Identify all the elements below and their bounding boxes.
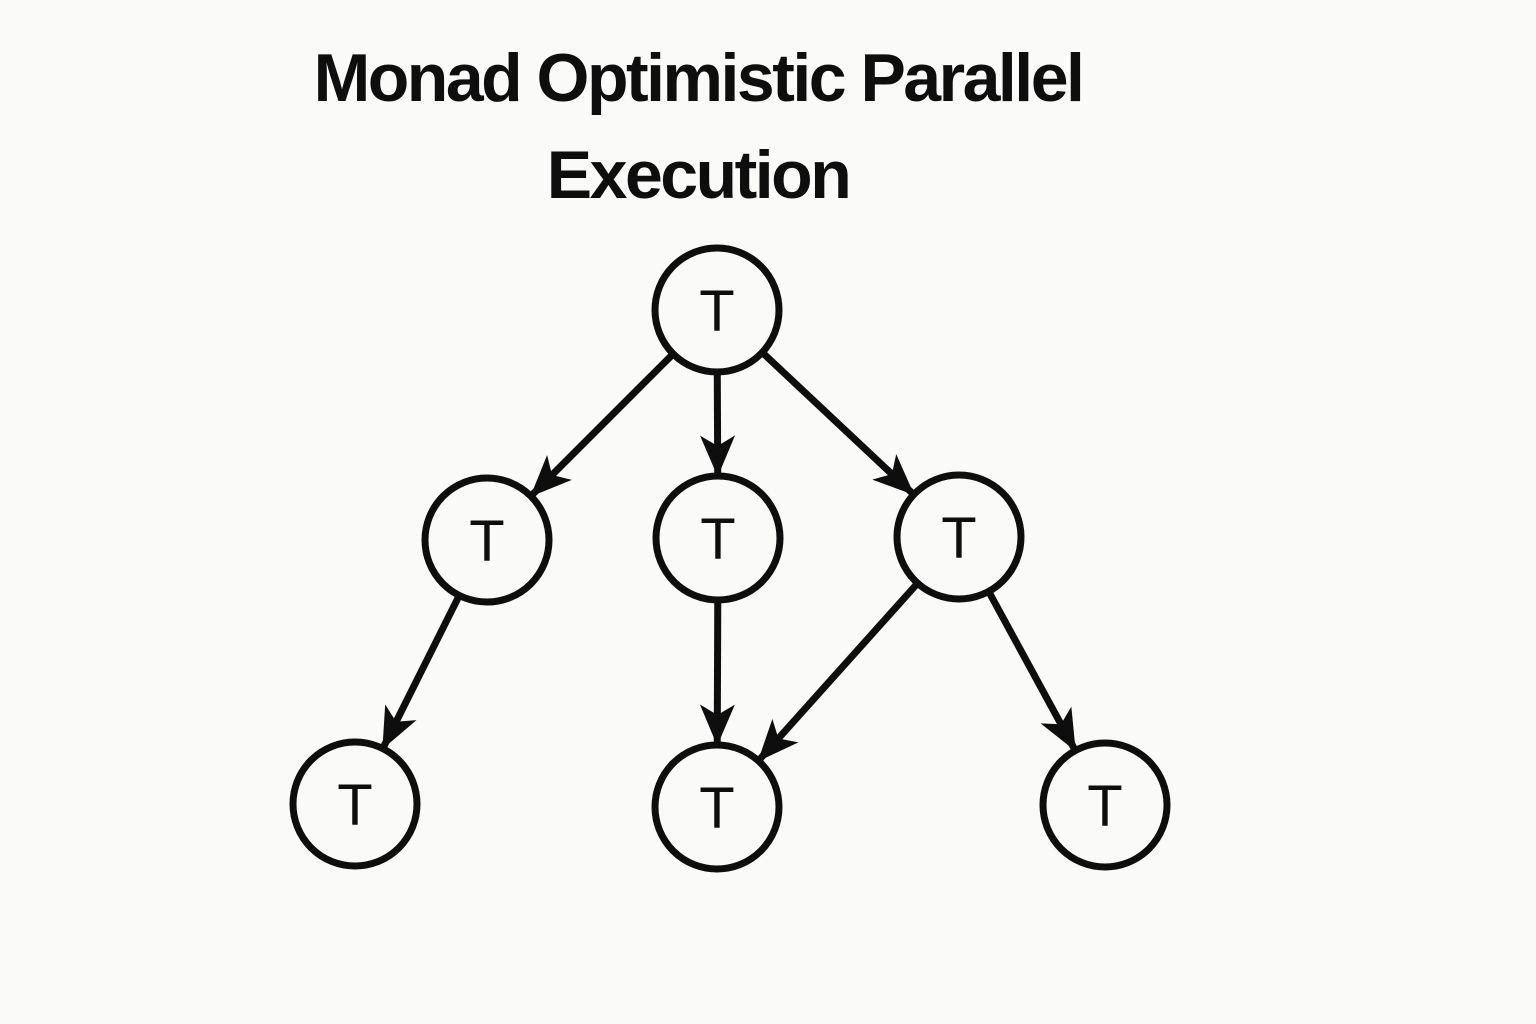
tree-edge-root-to-child-right (759, 349, 915, 496)
tree-edge-child-mid-to-leaf-mid (699, 599, 735, 746)
tree-node-leaf-right: T (1039, 739, 1171, 871)
tree-node-circle-child-mid (652, 472, 784, 604)
tree-node-label-child-right: T (941, 506, 976, 571)
tree-node-child-mid: T (652, 472, 784, 604)
diagram-title-line2: Execution (546, 137, 852, 213)
edges-layer (380, 349, 1078, 762)
tree-node-label-leaf-left: T (337, 773, 372, 838)
tree-node-child-left: T (421, 474, 553, 606)
tree-edge-child-right-to-leaf-mid (757, 580, 921, 762)
tree-node-circle-leaf-right (1039, 739, 1171, 871)
tree-node-circle-child-left (421, 474, 553, 606)
tree-edge-child-right-to-leaf-right (985, 589, 1078, 752)
tree-node-label-leaf-mid: T (699, 776, 734, 841)
tree-edge-child-left-to-leaf-left (380, 593, 463, 750)
tree-node-leaf-left: T (289, 738, 421, 870)
tree-node-root: T (651, 244, 783, 376)
tree-node-label-child-mid: T (700, 507, 735, 572)
tree-node-label-root: T (699, 279, 734, 344)
tree-node-circle-leaf-mid (651, 741, 783, 873)
tree-node-label-child-left: T (469, 509, 504, 574)
diagram-title: Monad Optimistic Parallel Execution (0, 30, 1396, 224)
tree-node-leaf-mid: T (651, 741, 783, 873)
tree-node-circle-child-right (893, 471, 1025, 603)
tree-node-label-leaf-right: T (1087, 774, 1122, 839)
nodes-layer: T T T T T T T (289, 244, 1171, 873)
tree-edge-root-to-child-left (529, 351, 676, 498)
diagram-title-line1: Monad Optimistic Parallel (313, 40, 1085, 116)
tree-node-circle-leaf-left (289, 738, 421, 870)
tree-node-child-right: T (893, 471, 1025, 603)
tree-node-circle-root (651, 244, 783, 376)
